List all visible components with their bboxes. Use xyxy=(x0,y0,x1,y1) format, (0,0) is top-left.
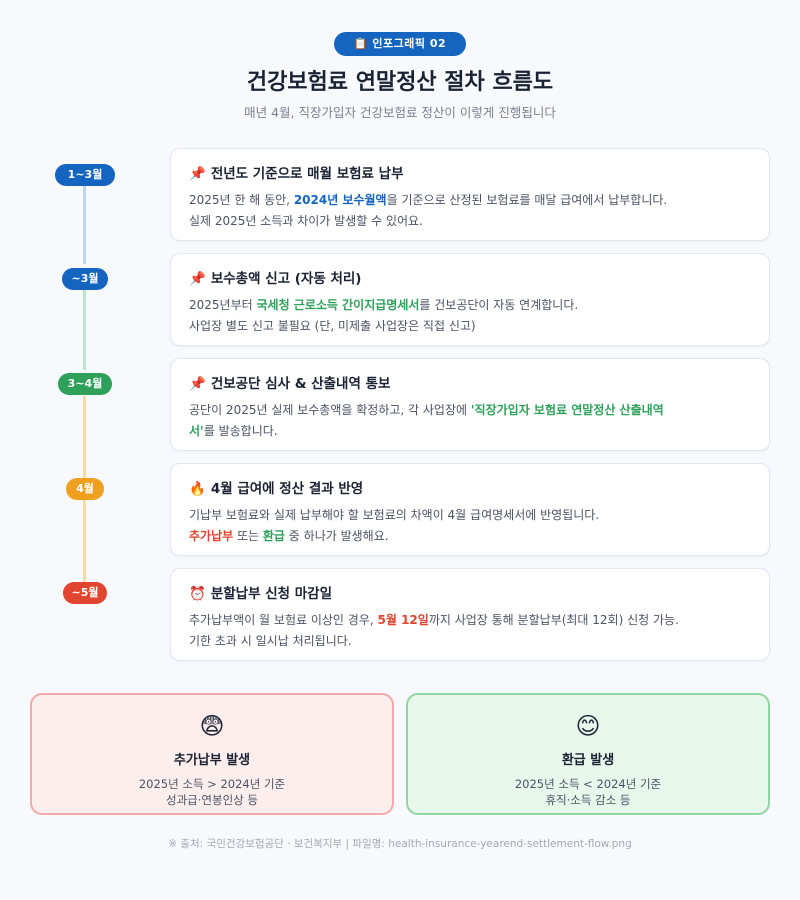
highlighted-text: 2024년 보수월액 xyxy=(293,193,387,207)
description-text: 공단이 2025년 실제 보수총액을 확정하고, 각 사업장에 xyxy=(189,403,471,417)
description-line: 기한 초과 시 일시납 처리됩니다. xyxy=(189,631,751,652)
description-line: 서'를 발송합니다. xyxy=(189,421,751,442)
description-text: 2025년 한 해 동안, xyxy=(189,193,294,207)
description-line: 2025년부터 국세청 근로소득 간이지급명세서를 건보공단이 자동 연계합니다… xyxy=(189,295,751,316)
description-text: 실제 2025년 소득과 차이가 발생할 수 있어요. xyxy=(189,214,423,228)
timeline-pill-step-2: ~3월 xyxy=(62,268,108,290)
highlighted-text: 국세청 근로소득 간이지급명세서 xyxy=(256,298,420,312)
description-line: 사업장 별도 신고 불필요 (단, 미제출 사업장은 직접 신고) xyxy=(189,316,751,337)
timeline-line-2 xyxy=(83,290,86,370)
fire-icon: 🔥 xyxy=(189,481,206,497)
anxious-face-icon: 😨 xyxy=(199,712,225,740)
description-line: 추가납부 또는 환급 중 하나가 발생해요. xyxy=(189,526,751,547)
step-description: 공단이 2025년 실제 보수총액을 확정하고, 각 사업장에 '직장가입자 보… xyxy=(189,400,751,442)
page-title: 건강보험료 연말정산 절차 흐름도 xyxy=(246,70,554,95)
description-line: 실제 2025년 소득과 차이가 발생할 수 있어요. xyxy=(189,211,751,232)
timeline-line-1 xyxy=(83,186,86,264)
outcome-refund: 😊 환급 발생 2025년 소득 < 2024년 기준 휴직·소득 감소 등 xyxy=(406,693,770,815)
step-title: 📌건보공단 심사 & 산출내역 통보 xyxy=(189,376,391,392)
outcome-condition: 2025년 소득 > 2024년 기준 xyxy=(138,777,286,791)
pin-icon: 📌 xyxy=(189,166,206,182)
step-description: 2025년부터 국세청 근로소득 간이지급명세서를 건보공단이 자동 연계합니다… xyxy=(189,295,751,337)
outcome-title: 추가납부 발생 xyxy=(173,753,251,768)
outcome-additional-payment: 😨 추가납부 발생 2025년 소득 > 2024년 기준 성과급·연봉인상 등 xyxy=(30,693,394,815)
highlighted-text: 추가납부 xyxy=(189,529,234,543)
page-subtitle: 매년 4월, 직장가입자 건강보험료 정산이 이렇게 진행됩니다 xyxy=(244,105,556,120)
description-text: 기납부 보험료와 실제 납부해야 할 보험료의 차액이 4월 급여명세서에 반영… xyxy=(189,508,600,522)
description-text: 2025년부터 xyxy=(189,298,257,312)
step-card-4: 🔥4월 급여에 정산 결과 반영 기납부 보험료와 실제 납부해야 할 보험료의… xyxy=(170,463,770,556)
timeline-pill-step-1: 1~3월 xyxy=(55,164,115,186)
step-title: ⏰분할납부 신청 마감일 xyxy=(189,586,332,602)
infographic-badge: 📋 인포그래픽 02 xyxy=(334,32,466,56)
description-text: 을 기준으로 산정된 보험료를 매달 급여에서 납부합니다. xyxy=(386,193,668,207)
timeline-line-3 xyxy=(83,396,86,478)
step-title: 📌전년도 기준으로 매월 보험료 납부 xyxy=(189,166,404,182)
outcome-condition: 2025년 소득 < 2024년 기준 xyxy=(514,777,662,791)
description-text: 사업장 별도 신고 불필요 (단, 미제출 사업장은 직접 신고) xyxy=(189,319,476,333)
description-text: 를 발송합니다. xyxy=(203,424,278,438)
description-line: 2025년 한 해 동안, 2024년 보수월액을 기준으로 산정된 보험료를 … xyxy=(189,190,751,211)
description-text: 추가납부액이 월 보험료 이상인 경우, xyxy=(189,613,378,627)
description-text: 까지 사업장 통해 분할납부(최대 12회) 신청 가능. xyxy=(428,613,679,627)
outcome-example: 휴직·소득 감소 등 xyxy=(545,793,631,807)
pin-icon: 📌 xyxy=(189,376,206,392)
step-card-2: 📌보수총액 신고 (자동 처리) 2025년부터 국세청 근로소득 간이지급명세… xyxy=(170,253,770,346)
outcome-example: 성과급·연봉인상 등 xyxy=(166,793,258,807)
step-card-3: 📌건보공단 심사 & 산출내역 통보 공단이 2025년 실제 보수총액을 확정… xyxy=(170,358,770,451)
step-card-1: 📌전년도 기준으로 매월 보험료 납부 2025년 한 해 동안, 2024년 … xyxy=(170,148,770,241)
description-text: 를 건보공단이 자동 연계합니다. xyxy=(419,298,579,312)
outcome-title: 환급 발생 xyxy=(561,753,615,768)
pin-icon: 📌 xyxy=(189,271,206,287)
highlighted-text: '직장가입자 보험료 연말정산 산출내역 xyxy=(470,403,664,417)
smiling-face-icon: 😊 xyxy=(575,712,601,740)
step-title: 🔥4월 급여에 정산 결과 반영 xyxy=(189,481,364,497)
timeline-pill-step-4: 4월 xyxy=(66,478,104,500)
description-line: 기납부 보험료와 실제 납부해야 할 보험료의 차액이 4월 급여명세서에 반영… xyxy=(189,505,751,526)
timeline-line-4 xyxy=(83,500,86,582)
timeline-pill-step-5: ~5월 xyxy=(63,582,107,604)
description-text: 또는 xyxy=(233,529,263,543)
highlighted-text: 환급 xyxy=(262,529,285,543)
description-line: 추가납부액이 월 보험료 이상인 경우, 5월 12일까지 사업장 통해 분할납… xyxy=(189,610,751,631)
timeline-pill-step-3: 3~4월 xyxy=(58,373,112,395)
source-footer: ※ 출처: 국민건강보험공단 · 보건복지부 | 파일명: health-ins… xyxy=(168,838,632,850)
description-text: 중 하나가 발생해요. xyxy=(284,529,389,543)
highlighted-text: 5월 12일 xyxy=(377,613,429,627)
step-title: 📌보수총액 신고 (자동 처리) xyxy=(189,271,362,287)
description-text: 기한 초과 시 일시납 처리됩니다. xyxy=(189,634,352,648)
step-description: 기납부 보험료와 실제 납부해야 할 보험료의 차액이 4월 급여명세서에 반영… xyxy=(189,505,751,547)
alarm-clock-icon: ⏰ xyxy=(189,586,206,602)
step-card-5: ⏰분할납부 신청 마감일 추가납부액이 월 보험료 이상인 경우, 5월 12일… xyxy=(170,568,770,661)
highlighted-text: 서' xyxy=(189,424,204,438)
description-line: 공단이 2025년 실제 보수총액을 확정하고, 각 사업장에 '직장가입자 보… xyxy=(189,400,751,421)
step-description: 추가납부액이 월 보험료 이상인 경우, 5월 12일까지 사업장 통해 분할납… xyxy=(189,610,751,652)
step-description: 2025년 한 해 동안, 2024년 보수월액을 기준으로 산정된 보험료를 … xyxy=(189,190,751,232)
